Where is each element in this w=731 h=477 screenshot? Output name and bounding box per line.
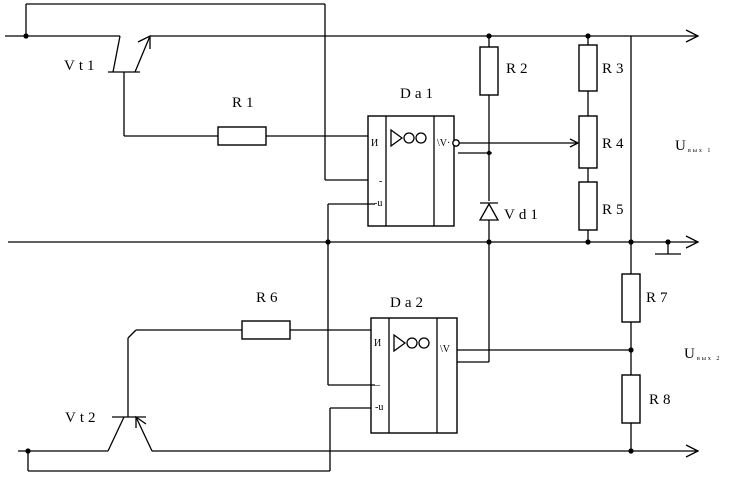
opamp-da2: И – -u \V Da2	[327, 204, 631, 434]
da2-ninv-pin: –	[374, 380, 381, 391]
output-labels: U вых 1 U вых 2	[675, 138, 721, 362]
da1-out-pin: \V·	[437, 138, 450, 149]
r1-label: R1	[232, 95, 258, 111]
divider-r7-r8: R7 R8	[621, 36, 675, 451]
da1-u-pin: -u	[374, 198, 382, 209]
r3-label: R3	[602, 61, 628, 77]
ground-rail	[8, 235, 700, 255]
r4-label: R4	[602, 136, 628, 152]
top-rail	[5, 3, 700, 181]
u-out2-subscript: вых 2	[697, 356, 721, 362]
resistor-r6: R6	[241, 290, 375, 340]
da1-inv-pin: И	[371, 138, 378, 149]
u-out2-symbol: U	[684, 346, 699, 362]
opamp-da1: И - -u \V· Da1	[328, 86, 580, 227]
da2-label: Da2	[390, 295, 427, 311]
r5-label: R5	[602, 202, 628, 218]
da2-u-pin: -u	[375, 402, 383, 413]
divider-r3-r4-r5: R3 R4 R5	[578, 36, 628, 242]
r2-label: R2	[506, 61, 532, 77]
transistor-vt2: Vt2	[65, 329, 242, 452]
vd1-label: Vd1	[504, 207, 542, 223]
da1-ninv-pin: -	[379, 176, 382, 187]
da1-label: Da1	[400, 86, 437, 102]
da2-inv-pin: И	[374, 338, 381, 349]
diode-vd1: Vd1	[455, 202, 542, 363]
transistor-vt1: Vt1	[64, 34, 218, 137]
r8-label: R8	[649, 392, 675, 408]
vt1-label: Vt1	[64, 58, 99, 74]
bottom-rail	[18, 407, 700, 472]
r6-label: R6	[256, 290, 282, 306]
resistor-r2: R2	[458, 36, 532, 201]
da2-out-pin: \V	[440, 344, 451, 355]
u-out1-subscript: вых 1	[688, 148, 712, 154]
resistor-r1: R1	[217, 95, 375, 146]
r7-label: R7	[646, 290, 672, 306]
vt2-label: Vt2	[65, 410, 100, 426]
u-out1-symbol: U	[675, 138, 690, 154]
